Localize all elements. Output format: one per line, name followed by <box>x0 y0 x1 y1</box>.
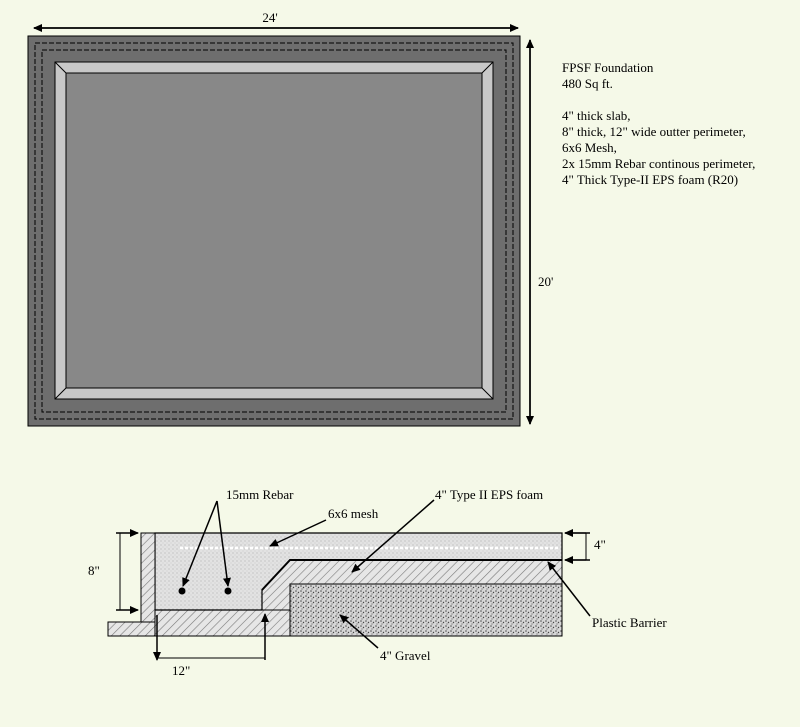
plastic-barrier <box>261 559 562 591</box>
edge-form <box>140 532 156 623</box>
rebar-callout: 15mm Rebar <box>182 487 294 587</box>
spec-rebar: 2x 15mm Rebar continous perimeter, <box>562 156 756 171</box>
height-label: 20' <box>538 274 553 289</box>
notes-title: FPSF Foundation <box>562 60 654 75</box>
height-dimension: 20' <box>526 39 553 425</box>
spec-mesh: 6x6 Mesh, <box>562 140 617 155</box>
rebar-1 <box>178 587 186 595</box>
rebar-2 <box>224 587 232 595</box>
ground-under-edge <box>154 609 291 637</box>
eps-label: 4" Type II EPS foam <box>435 487 543 502</box>
spec-slab: 4" thick slab, <box>562 108 631 123</box>
dashed-rebar-inner <box>41 49 507 413</box>
rebar-label: 15mm Rebar <box>226 487 294 502</box>
width-label: 24' <box>262 10 277 25</box>
barrier-callout: Plastic Barrier <box>547 561 667 630</box>
edge-width-dimension: 12" <box>153 613 269 678</box>
plan-view: 24' 20' <box>27 10 553 427</box>
barrier-label: Plastic Barrier <box>592 615 667 630</box>
notes-area: 480 Sq ft. <box>562 76 613 91</box>
gravel-label: 4" Gravel <box>380 648 431 663</box>
gravel-bed <box>289 583 563 637</box>
dashed-rebar-outer <box>34 42 514 420</box>
slab-thickness-dimension: 4" <box>564 529 606 564</box>
mesh-callout: 6x6 mesh <box>269 506 379 547</box>
gravel-callout: 4" Gravel <box>339 614 431 663</box>
spec-perimeter: 8" thick, 12" wide outter perimeter, <box>562 124 746 139</box>
cross-section: 15mm Rebar 6x6 mesh 4" Type II EPS foam … <box>88 487 667 678</box>
mesh-label: 6x6 mesh <box>328 506 379 521</box>
ground-left <box>107 621 156 637</box>
eps-callout: 4" Type II EPS foam <box>351 487 543 573</box>
edge-width-label: 12" <box>172 663 190 678</box>
spec-foam: 4" Thick Type-II EPS foam (R20) <box>562 172 739 187</box>
edge-depth-label: 8" <box>88 563 100 578</box>
width-dimension: 24' <box>33 10 519 32</box>
slab-thickness-label: 4" <box>594 537 606 552</box>
foundation-notes: FPSF Foundation 480 Sq ft. 4" thick slab… <box>562 60 755 188</box>
edge-depth-dimension: 8" <box>88 529 139 614</box>
slab-inner <box>65 72 483 389</box>
